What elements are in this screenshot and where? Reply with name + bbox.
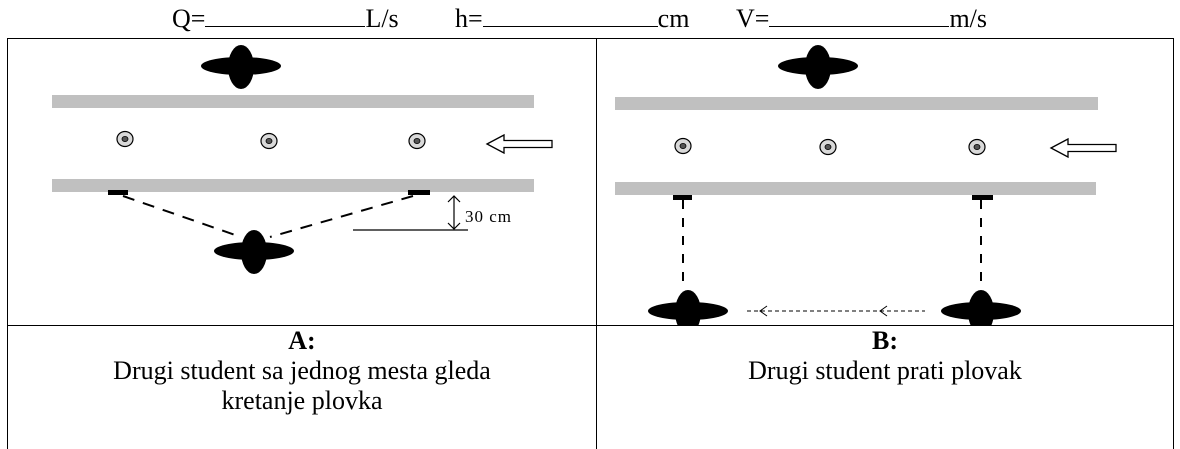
panel-b-description: Drugi student prati plovak [748,356,1022,385]
lower-bank [615,182,1096,195]
start-marker [673,195,692,200]
upper-bank [52,95,534,108]
float-marker [116,130,134,148]
distance-arrow-heads-icon [447,195,461,230]
float-marker [968,138,986,156]
flow-direction-arrow-icon [485,133,553,155]
panel-a-diagram: 30 cm [52,45,553,274]
lower-bank [52,179,534,192]
panel-b-diagram [615,45,1117,325]
float-marker [674,137,692,155]
header-formula-line: Q= L/s h= cm V= m/s [0,0,1180,38]
h-unit: cm [657,4,690,33]
sight-line-left [122,195,242,238]
panel-a-caption: A: Drugi student sa jednog mesta gleda k… [7,325,597,449]
h-field: h= cm [455,4,689,34]
h-blank [482,4,658,27]
end-marker [972,195,993,200]
v-blank [769,4,950,27]
experiment-table: 30 cm [7,38,1174,449]
observer-bottom-figure [648,290,728,325]
float-marker [408,132,426,150]
observer-bottom-moving-figure [941,290,1021,325]
observer-bottom-figure [214,230,294,274]
q-blank [205,4,366,27]
distance-label: 30 cm [465,207,512,226]
sight-line-right [269,195,414,238]
end-marker [408,190,430,195]
upper-bank [615,97,1098,110]
panel-b-figure [596,38,1174,326]
h-label: h= [455,4,483,33]
q-field: Q= L/s [172,4,399,34]
float-marker [260,132,278,150]
observer-top-figure [201,45,281,89]
flow-direction-arrow-icon [1049,137,1117,159]
q-unit: L/s [365,4,399,33]
observer-top-figure [778,45,858,89]
float-marker [819,138,837,156]
q-label: Q= [172,4,206,33]
start-marker [108,190,128,195]
panel-a-figure: 30 cm [7,38,597,326]
v-unit: m/s [949,4,988,33]
panel-a-title: A: [288,326,316,355]
v-field: V= m/s [736,4,987,34]
panel-a-description: Drugi student sa jednog mesta gleda kret… [113,356,491,415]
panel-b-title: B: [872,326,898,355]
panel-b-caption: B: Drugi student prati plovak [596,325,1174,449]
v-label: V= [736,4,770,33]
walking-direction-arrows-icon [759,305,888,317]
